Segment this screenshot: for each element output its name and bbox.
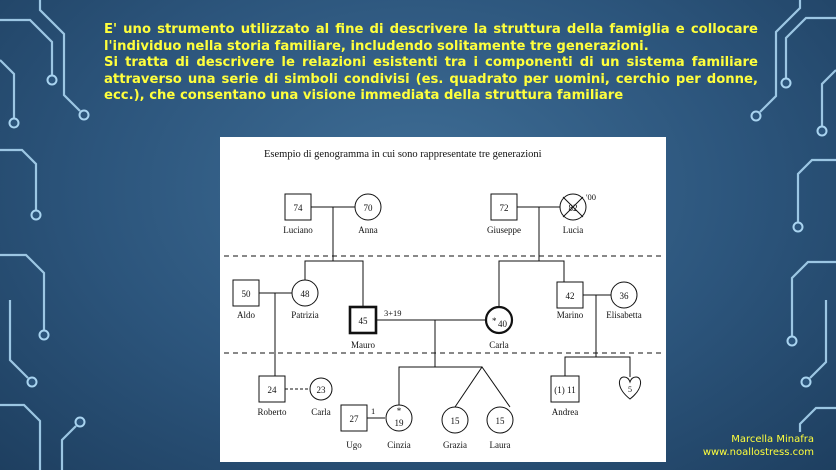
age-cinzia: 19: [395, 418, 405, 428]
age-elisabetta: 36: [620, 291, 630, 301]
name-patrizia: Patrizia: [291, 310, 319, 320]
name-cinzia: Cinzia: [387, 440, 411, 450]
heart-symbol-pregnancy: [619, 376, 641, 400]
name-mauro: Mauro: [351, 340, 375, 350]
name-aldo: Aldo: [237, 310, 256, 320]
female-symbol-cinzia: [385, 404, 413, 432]
children-line-marino-elisabetta: [564, 356, 631, 377]
name-carla: Carla: [489, 340, 509, 350]
male-symbol-roberto: [258, 375, 286, 403]
mark-carla: *: [492, 316, 497, 326]
female-symbol-carla: [484, 305, 514, 335]
author-website: www.noallostress.com: [702, 447, 814, 458]
age-aldo: 50: [242, 289, 252, 299]
age-anna: 70: [364, 203, 374, 213]
female-symbol-anna: [354, 193, 382, 221]
name-giuseppe: Giuseppe: [487, 225, 521, 235]
sibling-line-carla-marino: [498, 260, 565, 307]
age-marino: 42: [566, 291, 575, 301]
age-roberto: 24: [268, 385, 278, 395]
name-grazia: Grazia: [443, 440, 467, 450]
male-symbol-ugo: [340, 404, 368, 432]
twins-line-grazia-laura: [454, 366, 511, 408]
age-mauro: 45: [359, 316, 369, 326]
death-year-lucia: '00: [586, 192, 596, 202]
age-patrizia: 48: [301, 289, 311, 299]
age-luciano: 74: [294, 203, 304, 213]
male-symbol-marino: [556, 281, 584, 309]
name-carla-gen3: Carla: [311, 407, 331, 417]
male-symbol-giuseppe: [490, 193, 518, 221]
name-roberto: Roberto: [258, 407, 287, 417]
author-credit: Marcella Minafra www.noallostress.com: [703, 433, 814, 459]
female-symbol-patrizia: [291, 279, 319, 307]
author-name: Marcella Minafra: [731, 434, 814, 445]
genogram-svg: Esempio di genogramma in cui sono rappre…: [224, 149, 662, 450]
female-symbol-laura: [486, 406, 514, 434]
male-symbol-luciano: [284, 193, 312, 221]
age-unborn: 5: [628, 385, 632, 394]
marriage-years-mauro-carla: 3+19: [384, 308, 402, 318]
female-symbol-grazia: [441, 406, 469, 434]
children-line-mauro-carla: [398, 366, 482, 407]
name-luciano: Luciano: [283, 225, 313, 235]
name-andrea: Andrea: [552, 407, 579, 417]
age-ugo: 27: [350, 414, 360, 424]
relationship-years-ugo-cinzia: 1: [371, 406, 375, 416]
slide-description: E' uno strumento utilizzato al fine di d…: [104, 22, 758, 105]
sibling-line-patrizia-mauro: [304, 260, 364, 307]
name-lucia: Lucia: [563, 225, 584, 235]
female-symbol-carla-gen3: [309, 377, 333, 401]
name-anna: Anna: [358, 225, 378, 235]
male-symbol-mauro-index: [348, 305, 378, 335]
genogram-diagram: Esempio di genogramma in cui sono rappre…: [220, 137, 666, 462]
name-elisabetta: Elisabetta: [606, 310, 642, 320]
male-symbol-andrea: [550, 375, 580, 403]
name-ugo: Ugo: [346, 440, 362, 450]
age-laura: 15: [496, 416, 506, 426]
age-giuseppe: 72: [500, 203, 509, 213]
male-symbol-aldo: [232, 279, 260, 307]
deceased-cross-lucia-2: [562, 196, 584, 218]
name-laura: Laura: [490, 440, 511, 450]
age-carla-gen3: 23: [317, 385, 327, 395]
description-paragraph-2: Si tratta di descrivere le relazioni esi…: [104, 55, 758, 104]
age-andrea: (1) 11: [554, 385, 575, 395]
genogram-title: Esempio di genogramma in cui sono rappre…: [264, 149, 542, 160]
age-carla: 40: [498, 319, 508, 329]
female-symbol-elisabetta: [610, 281, 638, 309]
age-grazia: 15: [451, 416, 461, 426]
name-marino: Marino: [557, 310, 584, 320]
age-lucia: 82: [569, 203, 578, 213]
mark-cinzia: *: [397, 406, 402, 416]
description-paragraph-1: E' uno strumento utilizzato al fine di d…: [104, 22, 758, 54]
